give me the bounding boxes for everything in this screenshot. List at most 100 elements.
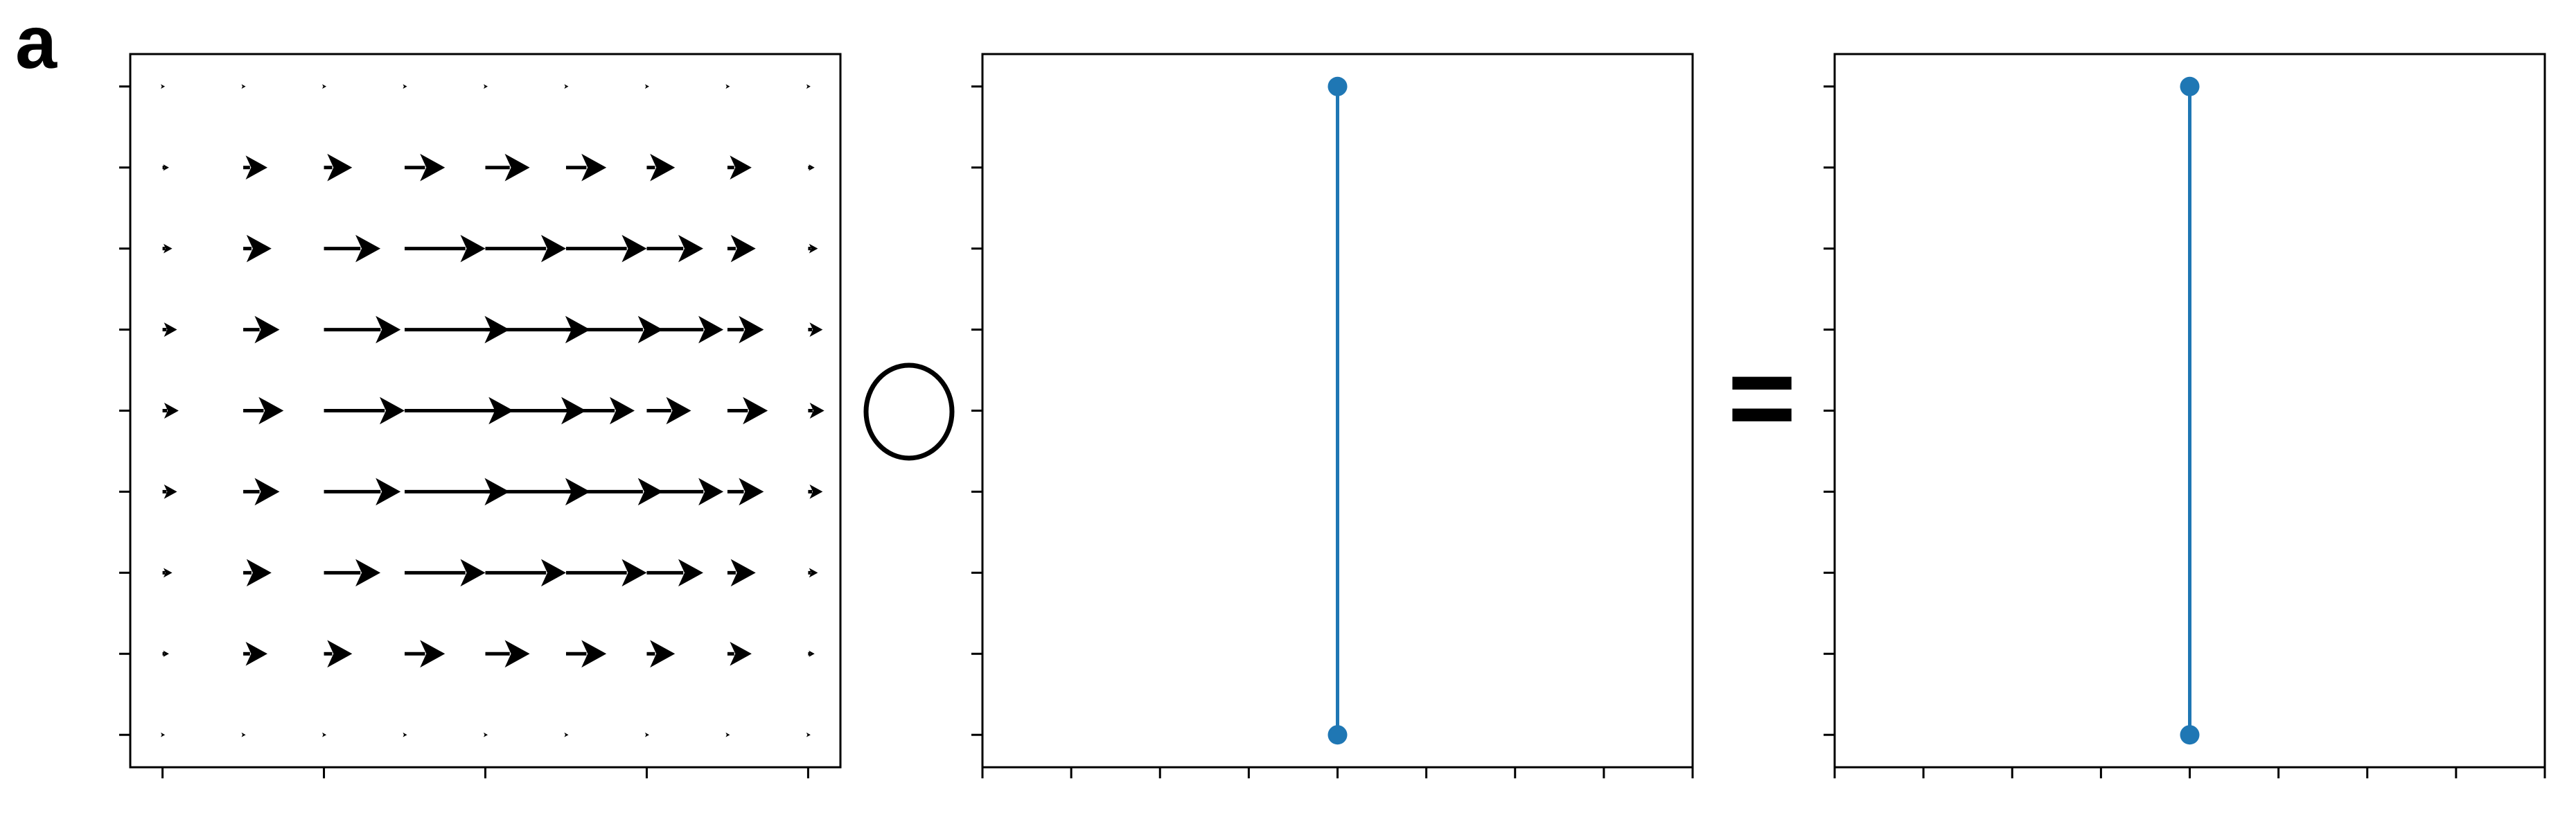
arrow bbox=[485, 153, 530, 182]
arrow-head bbox=[460, 234, 486, 263]
arrow-head bbox=[164, 402, 179, 419]
segment-output-panel bbox=[1824, 53, 2546, 778]
arrow-head bbox=[564, 84, 569, 89]
arrow-head bbox=[644, 84, 649, 89]
arrow-head bbox=[621, 234, 647, 263]
arrow bbox=[324, 396, 405, 425]
arrow bbox=[808, 243, 818, 254]
arrow bbox=[403, 732, 407, 737]
arrow bbox=[564, 732, 569, 737]
arrow bbox=[808, 322, 823, 337]
arrow bbox=[243, 315, 280, 344]
arrow-head bbox=[809, 484, 823, 499]
arrow bbox=[405, 153, 445, 182]
arrow bbox=[324, 559, 381, 587]
arrow bbox=[322, 732, 327, 737]
arrow-head bbox=[258, 396, 284, 425]
arrow bbox=[565, 234, 647, 263]
arrow bbox=[727, 478, 764, 506]
arrow-head bbox=[403, 732, 407, 737]
arrow bbox=[162, 484, 177, 499]
arrow bbox=[808, 484, 823, 499]
arrow-head bbox=[163, 568, 173, 578]
arrow-head bbox=[163, 164, 169, 171]
arrow bbox=[324, 153, 353, 182]
arrow-head bbox=[355, 559, 381, 587]
arrow-head bbox=[730, 641, 752, 666]
arrow bbox=[808, 568, 818, 578]
arrow bbox=[565, 640, 607, 668]
arrow bbox=[485, 559, 566, 587]
panel-label: a bbox=[15, 0, 58, 84]
arrow bbox=[161, 732, 166, 737]
arrow-head bbox=[725, 732, 730, 737]
arrow bbox=[564, 84, 569, 89]
arrow bbox=[324, 478, 401, 506]
arrow bbox=[565, 559, 647, 587]
arrow bbox=[322, 84, 327, 89]
arrow bbox=[405, 234, 486, 263]
arrow-head bbox=[621, 559, 647, 587]
arrow bbox=[162, 243, 173, 254]
arrow bbox=[403, 84, 407, 89]
arrow bbox=[162, 402, 179, 419]
arrow-head bbox=[161, 732, 166, 737]
segment-endpoint bbox=[1327, 76, 1348, 96]
arrow-head bbox=[730, 559, 756, 587]
arrow-head bbox=[322, 84, 327, 89]
arrow-head bbox=[650, 640, 676, 668]
arrow bbox=[646, 640, 676, 668]
arrow bbox=[727, 234, 756, 263]
arrow bbox=[162, 164, 169, 171]
arrow bbox=[808, 650, 815, 657]
segment-endpoint bbox=[1327, 725, 1348, 745]
arrow bbox=[727, 155, 752, 180]
arrow bbox=[483, 84, 488, 89]
arrow-head bbox=[483, 84, 488, 89]
arrow-head bbox=[246, 234, 272, 263]
arrow bbox=[806, 84, 811, 89]
arrow bbox=[727, 315, 764, 344]
arrow bbox=[725, 732, 730, 737]
arrow-head bbox=[698, 478, 724, 506]
arrow-head bbox=[809, 243, 818, 254]
arrow-head bbox=[355, 234, 381, 263]
compose-operator bbox=[863, 362, 955, 461]
arrow-head bbox=[254, 315, 280, 344]
arrow-head bbox=[564, 732, 569, 737]
arrow-head bbox=[666, 396, 691, 425]
segment-endpoint bbox=[2180, 725, 2200, 745]
arrow-head bbox=[376, 315, 401, 344]
arrow-head bbox=[327, 153, 353, 182]
arrow-head bbox=[698, 315, 724, 344]
arrow bbox=[243, 396, 284, 425]
arrow bbox=[644, 84, 649, 89]
arrow bbox=[485, 640, 530, 668]
arrow bbox=[646, 396, 691, 425]
arrow-head bbox=[809, 164, 815, 171]
arrow-head bbox=[806, 84, 811, 89]
arrow bbox=[324, 234, 381, 263]
arrow bbox=[243, 234, 272, 263]
vector-field-panel bbox=[119, 53, 842, 778]
arrow bbox=[644, 732, 649, 737]
arrow-head bbox=[483, 732, 488, 737]
arrow bbox=[727, 559, 756, 587]
arrow bbox=[243, 559, 272, 587]
arrow-head bbox=[730, 234, 756, 263]
arrow bbox=[646, 153, 676, 182]
arrow-head bbox=[420, 153, 445, 182]
arrow bbox=[241, 84, 246, 89]
arrow-head bbox=[809, 568, 818, 578]
compose-circle-symbol bbox=[863, 362, 955, 461]
arrow bbox=[725, 84, 730, 89]
arrow-head bbox=[809, 322, 823, 337]
arrow bbox=[727, 641, 752, 666]
arrow bbox=[243, 478, 280, 506]
arrow bbox=[485, 234, 566, 263]
arrow bbox=[241, 732, 246, 737]
arrow bbox=[162, 322, 177, 337]
arrow-head bbox=[245, 641, 268, 666]
arrow-head bbox=[403, 84, 407, 89]
